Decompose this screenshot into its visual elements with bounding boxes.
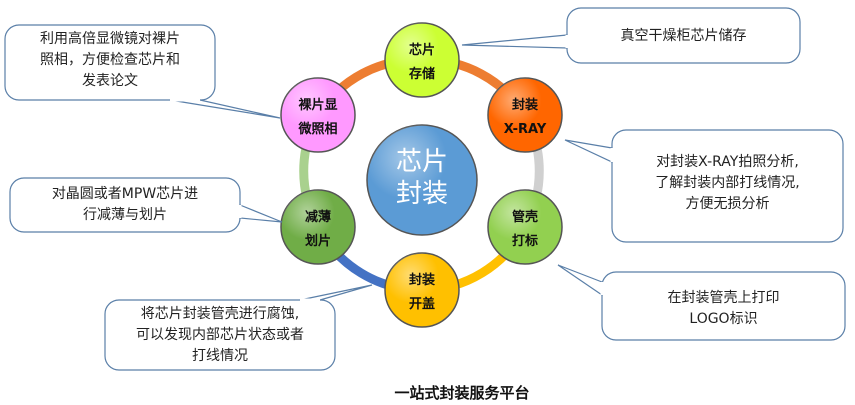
callout-text: 利用高倍显微镜对裸片: [40, 30, 180, 47]
center-label-1: 芯片: [396, 147, 448, 177]
callout-text: 照相，方便检查芯片和: [40, 52, 180, 68]
callout-text: 在封装管壳上打印: [668, 289, 780, 306]
callout-text: 行减薄与划片: [83, 207, 167, 223]
center-node: 芯片 封装: [366, 124, 478, 236]
node-label: 微照相: [297, 121, 337, 137]
node-label: 减薄: [305, 209, 331, 225]
callout-text: 可以发现内部芯片状态或者: [136, 327, 304, 343]
callout-text: 对晶圆或者MPW芯片进: [52, 186, 198, 202]
node-label: 划片: [305, 233, 331, 249]
callout-text: 发表论文: [82, 73, 138, 89]
node-label: 芯片: [409, 42, 435, 58]
node-label: X-RAY: [504, 122, 547, 137]
callout-box: 对封装X-RAY拍照分析, 了解封装内部打线情况, 方便无损分析: [564, 129, 844, 243]
callout-text: 方便无损分析: [686, 196, 770, 212]
callout-box: 真空干燥柜芯片储存: [461, 7, 801, 64]
center-label-2: 封装: [396, 179, 448, 209]
callout-text: LOGO标识: [689, 311, 757, 327]
node-label: 封装: [409, 272, 435, 288]
node-xray: 封装 X-RAY: [487, 77, 563, 153]
callout-text: 对封装X-RAY拍照分析,: [656, 154, 799, 170]
node-label: 存储: [409, 66, 435, 82]
callout-text: 真空干燥柜芯片储存: [621, 28, 747, 44]
node-label: 裸片显: [298, 97, 337, 113]
node-label: 管壳: [512, 209, 538, 225]
callout-text: 将芯片封装管壳进行腐蚀,: [141, 305, 299, 322]
node-label: 打标: [512, 233, 538, 249]
node-label: 封装: [512, 97, 538, 113]
callout-text: 了解封装内部打线情况,: [655, 174, 799, 191]
callout-text: 打线情况: [192, 347, 248, 364]
node-label: 开盖: [409, 296, 435, 312]
callout-box: 在封装管壳上打印 LOGO标识: [557, 264, 846, 341]
caption: 一站式封装服务平台: [394, 384, 529, 402]
